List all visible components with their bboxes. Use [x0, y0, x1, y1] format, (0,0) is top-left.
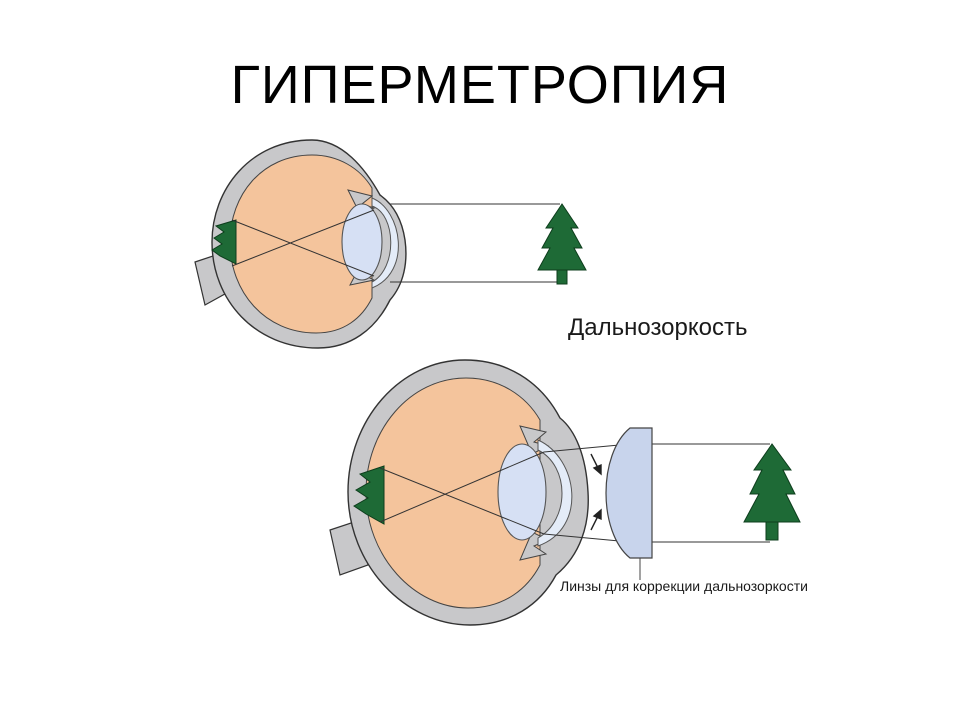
rays-uncorrected: [231, 203, 560, 283]
retina-image-tree: [353, 465, 385, 525]
caption-farsightedness: Дальнозоркость: [568, 314, 748, 341]
retina-image-tree: [211, 219, 237, 265]
cornea: [537, 439, 573, 547]
caption-corrective-lens: Линзы для коррекции дальнозоркости: [560, 578, 808, 594]
convergence-arrows: [590, 453, 602, 531]
eye-interior: [229, 154, 373, 334]
eye-uncorrected: [194, 139, 587, 349]
eye-corrected: [329, 359, 801, 626]
slide-title: ГИПЕРМЕТРОПИЯ: [230, 55, 730, 115]
eye-lens: [341, 203, 383, 281]
eye-interior: [365, 377, 541, 609]
corrective-lens: [605, 427, 653, 559]
rays-corrected: [379, 443, 770, 543]
eye-lens: [497, 443, 547, 541]
object-tree: [537, 203, 587, 285]
cornea: [371, 197, 399, 289]
object-tree: [743, 443, 801, 541]
